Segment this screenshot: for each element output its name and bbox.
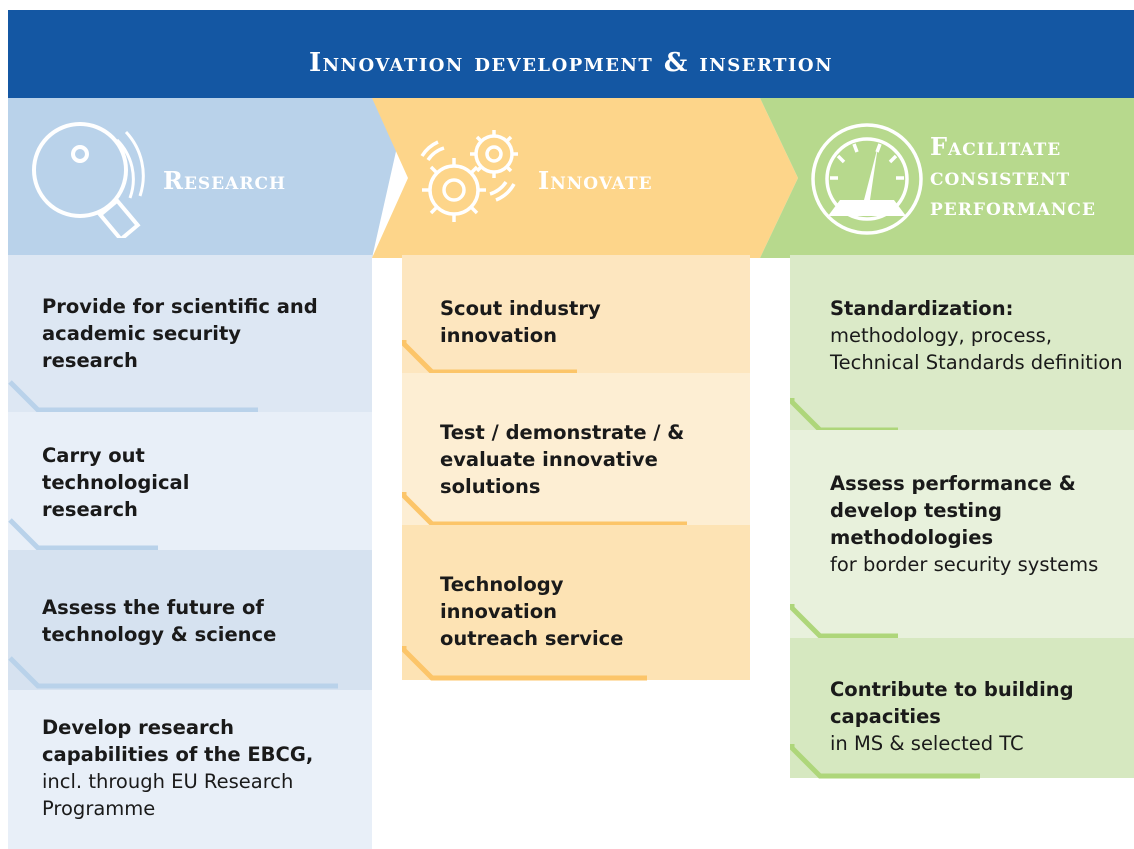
performance-item-1: Standardization: methodology, process, T…: [790, 255, 1134, 430]
performance-divider-3: [790, 744, 980, 779]
research-item-2: Carry out technological research: [8, 412, 372, 550]
innovate-item-1: Scout industry innovation: [402, 255, 750, 373]
diagram-title: Innovation development & insertion: [308, 48, 834, 78]
performance-item-2-bold: Assess performance & develop testing met…: [830, 472, 1076, 549]
innovate-divider-3: [402, 646, 647, 681]
research-divider-1: [8, 380, 258, 413]
performance-title: Facilitate consistent performance: [930, 132, 1096, 221]
research-item-3: Assess the future of technology & scienc…: [8, 550, 372, 690]
innovate-title: Innovate: [538, 166, 653, 195]
innovate-item-1-bold: Scout industry innovation: [440, 297, 601, 347]
performance-item-1-bold: Standardization:: [830, 297, 1014, 320]
performance-item-2: Assess performance & develop testing met…: [790, 430, 1134, 638]
performance-item-2-text: for border security systems: [830, 553, 1099, 576]
performance-item-3: Contribute to building capacities in MS …: [790, 638, 1134, 778]
diagram-banner: Innovation development & insertion: [8, 10, 1134, 98]
performance-item-3-text: in MS & selected TC: [830, 732, 1024, 755]
research-title: Research: [163, 166, 287, 195]
innovate-divider-2: [402, 492, 687, 527]
research-item-3-bold: Assess the future of technology & scienc…: [42, 596, 277, 646]
research-item-4-text: incl. through EU Research Programme: [42, 770, 294, 820]
performance-item-3-bold: Contribute to building capacities: [830, 678, 1074, 728]
innovate-divider-1: [402, 340, 577, 375]
research-divider-2: [8, 518, 158, 551]
innovate-item-2: Test / demonstrate / & evaluate innovati…: [402, 373, 750, 525]
research-item-4: Develop research capabilities of the EBC…: [8, 690, 372, 849]
gears-icon: [420, 130, 518, 222]
innovate-item-3-bold: Technology innovation outreach service: [440, 573, 624, 650]
research-item-1: Provide for scientific and academic secu…: [8, 255, 372, 412]
research-chevron: [8, 98, 408, 258]
research-item-2-bold: Carry out technological research: [42, 444, 190, 521]
magnifier-icon: [32, 122, 145, 238]
gauge-icon: [811, 123, 923, 235]
innovate-item-2-bold: Test / demonstrate / & evaluate innovati…: [440, 421, 685, 498]
performance-item-1-text: methodology, process, Technical Standard…: [830, 324, 1123, 374]
research-item-4-bold: Develop research capabilities of the EBC…: [42, 716, 314, 766]
innovate-item-3: Technology innovation outreach service: [402, 525, 750, 680]
performance-divider-1: [790, 398, 898, 433]
research-item-1-bold: Provide for scientific and academic secu…: [42, 295, 318, 372]
performance-divider-2: [790, 604, 898, 639]
research-divider-3: [8, 656, 338, 689]
